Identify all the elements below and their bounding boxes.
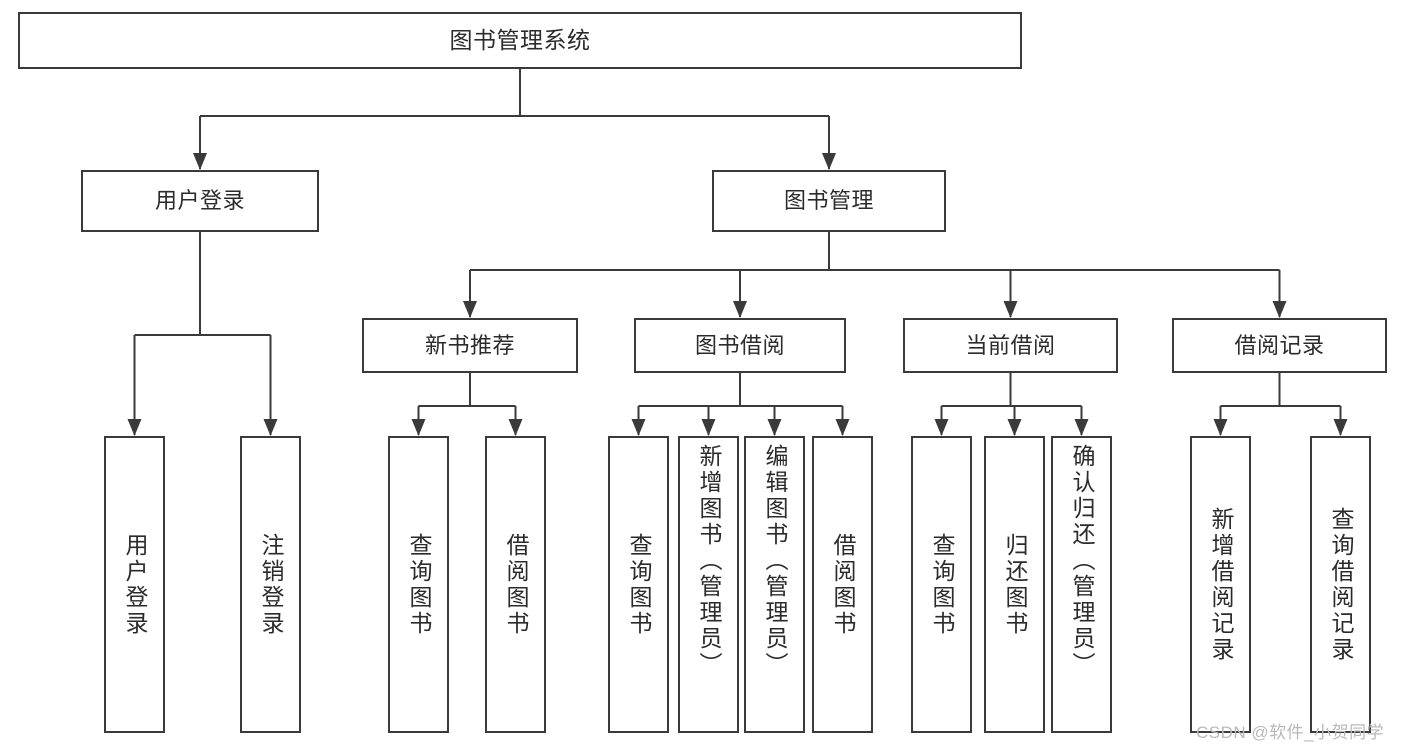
node-leaf-query-record[interactable]: 查询借阅记录 <box>1310 436 1371 733</box>
node-user-login[interactable]: 用户登录 <box>81 170 319 232</box>
watermark-label: CSDN @软件_小贺同学 <box>1196 723 1385 742</box>
node-label-leaf-user-logout: 注销登录 <box>258 532 284 637</box>
node-leaf-confirm-return[interactable]: 确认归还（管理员） <box>1051 436 1112 733</box>
node-leaf-edit-book[interactable]: 编辑图书（管理员） <box>744 436 805 733</box>
node-label-leaf-query-record: 查询借阅记录 <box>1328 506 1354 663</box>
arrowhead-user-login <box>193 153 207 170</box>
arrowhead-new-book-rec <box>463 301 477 318</box>
node-label-book-borrow: 图书借阅 <box>694 332 785 358</box>
node-label-root: 图书管理系统 <box>449 26 591 53</box>
arrowhead-leaf-borrow-book-1 <box>508 419 523 436</box>
node-label-loan-record: 借阅记录 <box>1234 332 1325 358</box>
node-label-leaf-borrow-book-2: 借阅图书 <box>830 532 856 637</box>
node-label-user-login: 用户登录 <box>154 188 245 214</box>
arrowhead-book-manage <box>822 153 836 170</box>
node-leaf-borrow-book-1[interactable]: 借阅图书 <box>485 436 546 733</box>
arrowhead-book-borrow <box>733 301 747 318</box>
node-label-new-book-rec: 新书推荐 <box>424 332 515 358</box>
node-label-leaf-query-book-2: 查询图书 <box>626 532 652 637</box>
arrowhead-leaf-borrow-book-2 <box>835 419 850 436</box>
arrowhead-current-loan <box>1003 301 1018 318</box>
node-label-book-manage: 图书管理 <box>783 188 874 214</box>
node-current-loan[interactable]: 当前借阅 <box>903 318 1118 373</box>
node-leaf-user-login[interactable]: 用户登录 <box>104 436 165 733</box>
arrowhead-leaf-edit-book <box>767 419 782 436</box>
arrowhead-leaf-user-logout <box>263 419 278 436</box>
arrowhead-leaf-query-book-2 <box>631 419 646 436</box>
node-leaf-return-book[interactable]: 归还图书 <box>984 436 1045 733</box>
node-label-leaf-add-record: 新增借阅记录 <box>1208 506 1234 663</box>
node-label-leaf-edit-book: 编辑图书（管理员） <box>762 444 788 678</box>
node-book-manage[interactable]: 图书管理 <box>712 170 946 232</box>
node-book-borrow[interactable]: 图书借阅 <box>634 318 846 373</box>
arrowhead-leaf-user-login <box>127 419 142 436</box>
arrowhead-leaf-add-book <box>701 419 716 436</box>
node-label-leaf-query-book-3: 查询图书 <box>929 532 955 637</box>
node-leaf-query-book-3[interactable]: 查询图书 <box>911 436 972 733</box>
arrowhead-leaf-query-book-1 <box>411 419 426 436</box>
node-leaf-query-book-2[interactable]: 查询图书 <box>608 436 669 733</box>
node-loan-record[interactable]: 借阅记录 <box>1172 318 1387 373</box>
node-label-leaf-borrow-book-1: 借阅图书 <box>503 532 529 637</box>
node-label-leaf-confirm-return: 确认归还（管理员） <box>1069 444 1095 678</box>
node-leaf-add-record[interactable]: 新增借阅记录 <box>1190 436 1251 733</box>
node-leaf-query-book-1[interactable]: 查询图书 <box>388 436 449 733</box>
node-label-current-loan: 当前借阅 <box>965 332 1056 358</box>
node-label-leaf-user-login: 用户登录 <box>122 532 148 637</box>
node-label-leaf-return-book: 归还图书 <box>1002 532 1028 637</box>
node-leaf-add-book[interactable]: 新增图书（管理员） <box>678 436 739 733</box>
node-root[interactable]: 图书管理系统 <box>18 12 1022 69</box>
arrowhead-leaf-add-record <box>1213 419 1228 436</box>
node-leaf-borrow-book-2[interactable]: 借阅图书 <box>812 436 873 733</box>
node-new-book-rec[interactable]: 新书推荐 <box>362 318 578 373</box>
arrowhead-leaf-query-book-3 <box>934 419 949 436</box>
node-leaf-user-logout[interactable]: 注销登录 <box>240 436 301 733</box>
arrowhead-leaf-query-record <box>1333 419 1348 436</box>
arrowhead-leaf-confirm-return <box>1074 419 1089 436</box>
arrowhead-loan-record <box>1272 301 1287 318</box>
node-label-leaf-query-book-1: 查询图书 <box>406 532 432 637</box>
node-label-leaf-add-book: 新增图书（管理员） <box>696 444 722 678</box>
arrowhead-leaf-return-book <box>1007 419 1022 436</box>
